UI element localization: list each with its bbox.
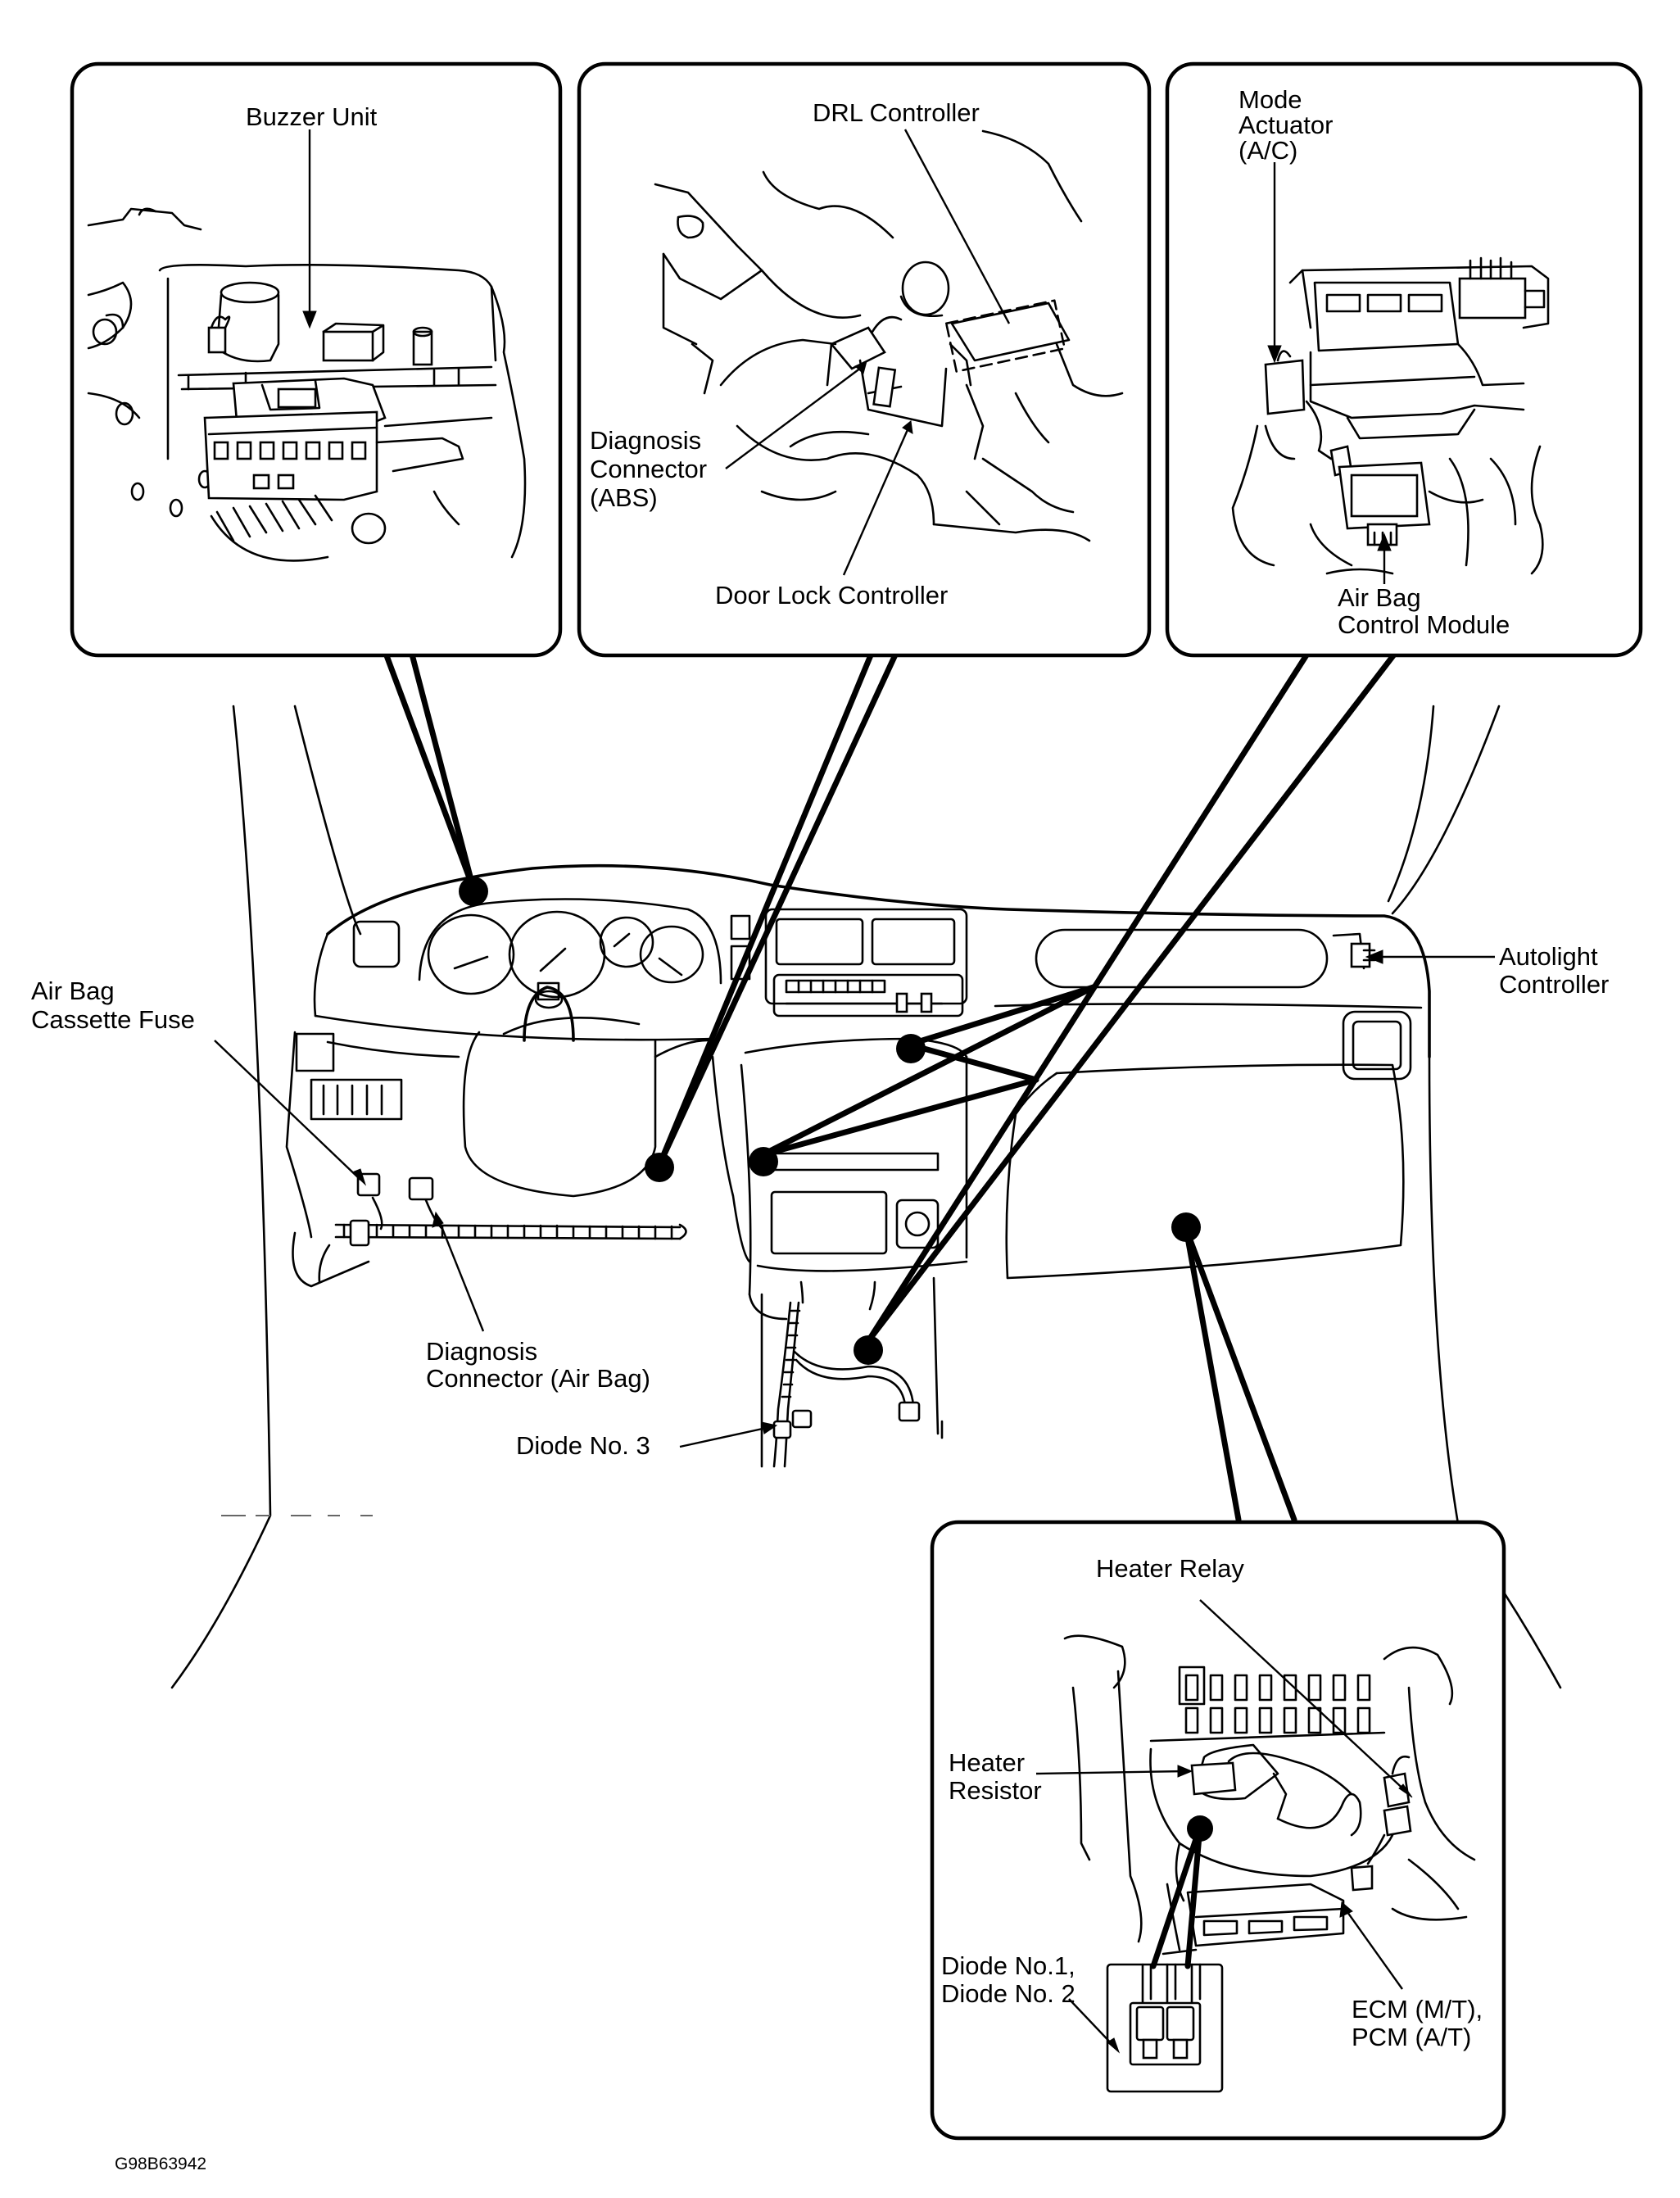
label-diode-no-3: Diode No. 3	[516, 1431, 650, 1460]
panel-buzzer-unit: Buzzer Unit	[70, 61, 563, 658]
location-markers	[459, 877, 1201, 1365]
instrument-cluster	[352, 898, 751, 999]
callout-lines	[382, 648, 1400, 1523]
left-vents	[295, 1032, 403, 1121]
dashboard-illustration	[170, 705, 1562, 1689]
label-heater-relay: Heater Relay	[1096, 1554, 1244, 1583]
label-buzzer-unit: Buzzer Unit	[246, 102, 378, 131]
steering-column	[326, 981, 714, 1198]
label-air-bag-cassette-fuse: Air Bag Cassette Fuse	[31, 977, 195, 1034]
panel-drl-controller: DRL Controller Diagnosis Connector (ABS)…	[577, 61, 1152, 658]
label-autolight-controller: Autolight Controller	[1499, 942, 1609, 999]
figure-code: G98B63942	[115, 2155, 206, 2173]
label-diagnosis-connector-air-bag: Diagnosis Connector (Air Bag)	[426, 1337, 650, 1393]
drl-panel-illustration	[654, 129, 1124, 542]
buzzer-unit-illustration	[87, 207, 527, 562]
passenger-dash	[994, 928, 1423, 1280]
panel-heater-relay: Heater Relay Heater Resistor Diode No.1,…	[930, 1520, 1506, 2141]
label-mode-actuator: Mode Actuator (A/C)	[1238, 85, 1340, 165]
heater-panel-illustration	[1063, 1634, 1476, 2093]
air-bag-module-illustration	[1231, 256, 1550, 575]
label-heater-resistor: Heater Resistor	[949, 1748, 1042, 1805]
label-ecm-pcm: ECM (M/T), PCM (A/T)	[1352, 1995, 1490, 2051]
under-dash-harness	[318, 1172, 944, 1468]
label-diagnosis-connector-abs: Diagnosis Connector (ABS)	[590, 426, 714, 512]
label-drl-controller: DRL Controller	[813, 98, 980, 127]
main-labels: Air Bag Cassette Fuse Autolight Controll…	[31, 942, 1609, 1460]
label-air-bag-control-module: Air Bag Control Module	[1338, 583, 1510, 639]
center-stack	[711, 908, 968, 1468]
label-diode-no-1-2: Diode No.1, Diode No. 2	[941, 1951, 1082, 2008]
panel-air-bag-control-module: Mode Actuator (A/C) Air Bag Control Modu…	[1165, 61, 1643, 658]
label-door-lock-controller: Door Lock Controller	[715, 581, 948, 610]
